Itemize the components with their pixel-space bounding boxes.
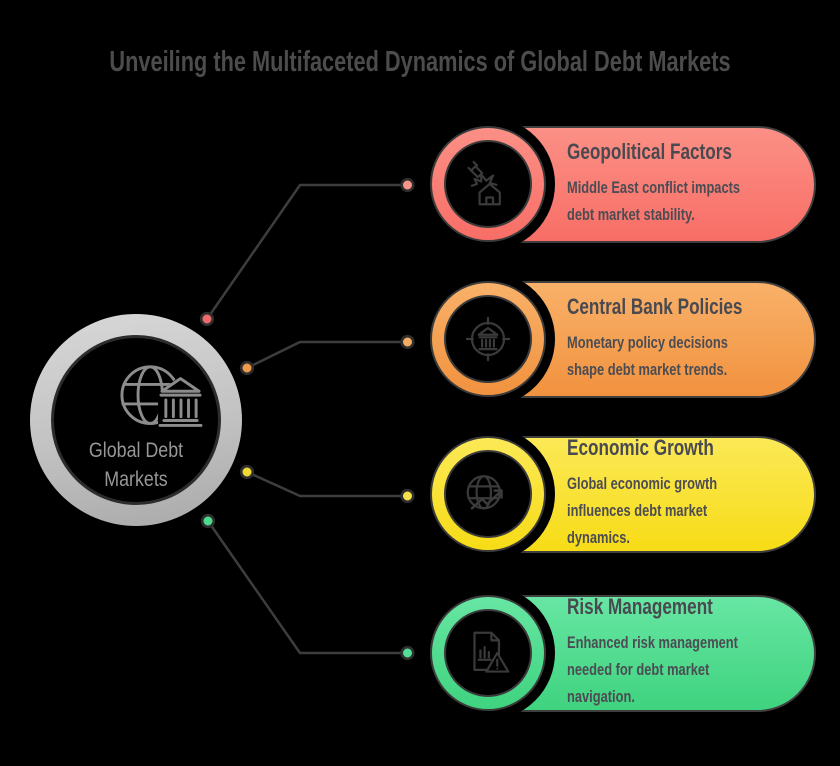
bank-target-icon: [465, 316, 511, 362]
connector-dot: [200, 513, 216, 529]
card-text: Risk Management Enhanced risk management…: [567, 595, 811, 712]
card-text: Central Bank Policies Monetary policy de…: [567, 281, 811, 398]
risk-document-warning-icon: [473, 631, 510, 673]
card-title: Risk Management: [567, 594, 713, 619]
card-title: Geopolitical Factors: [567, 138, 732, 164]
card-icon-circle: [430, 436, 546, 552]
card-description: Monetary policy decisions shape debt mar…: [567, 333, 728, 379]
connector-dot: [400, 488, 415, 504]
central-hub-label: Global Debt Markets: [88, 439, 184, 491]
connector-dot: [400, 645, 415, 661]
card-text: Economic Growth Global economic growth i…: [567, 436, 811, 553]
connector-line: [205, 183, 401, 320]
central-hub-circle: Global Debt Markets: [30, 314, 242, 526]
card-icon-circle-inner: [444, 295, 532, 383]
connector-dot: [239, 360, 255, 376]
card-icon-circle: [430, 595, 546, 711]
connector-dot: [199, 311, 215, 327]
card-icon-circle: [430, 126, 546, 242]
connector-dot: [239, 464, 255, 480]
card-central-bank-policies: Central Bank Policies Monetary policy de…: [421, 272, 821, 406]
card-title: Central Bank Policies: [567, 293, 743, 319]
card-icon-circle-inner: [444, 450, 532, 538]
globe-growth-arrow-icon: [466, 475, 503, 510]
connector-line: [206, 520, 401, 655]
connector-dot: [400, 334, 415, 350]
missile-impact-icon: [467, 160, 501, 206]
central-hub-inner: Global Debt Markets: [51, 335, 221, 505]
globe-bank-icon: [120, 365, 203, 433]
connector-dot: [400, 177, 415, 193]
card-geopolitical-factors: Geopolitical Factors Middle East conflic…: [421, 117, 821, 251]
card-risk-management: Risk Management Enhanced risk management…: [421, 586, 821, 720]
card-description: Global economic growth influences debt m…: [567, 475, 718, 547]
page-title: Unveiling the Multifaceted Dynamics of G…: [109, 46, 731, 78]
card-description: Enhanced risk management needed for debt…: [567, 634, 738, 706]
card-economic-growth: Economic Growth Global economic growth i…: [421, 427, 821, 561]
card-description: Middle East conflict impacts debt market…: [567, 178, 741, 224]
card-icon-circle: [430, 281, 546, 397]
card-title: Economic Growth: [567, 435, 714, 460]
connector-line: [246, 470, 401, 498]
connector-line: [246, 340, 401, 370]
card-text: Geopolitical Factors Middle East conflic…: [567, 126, 811, 243]
